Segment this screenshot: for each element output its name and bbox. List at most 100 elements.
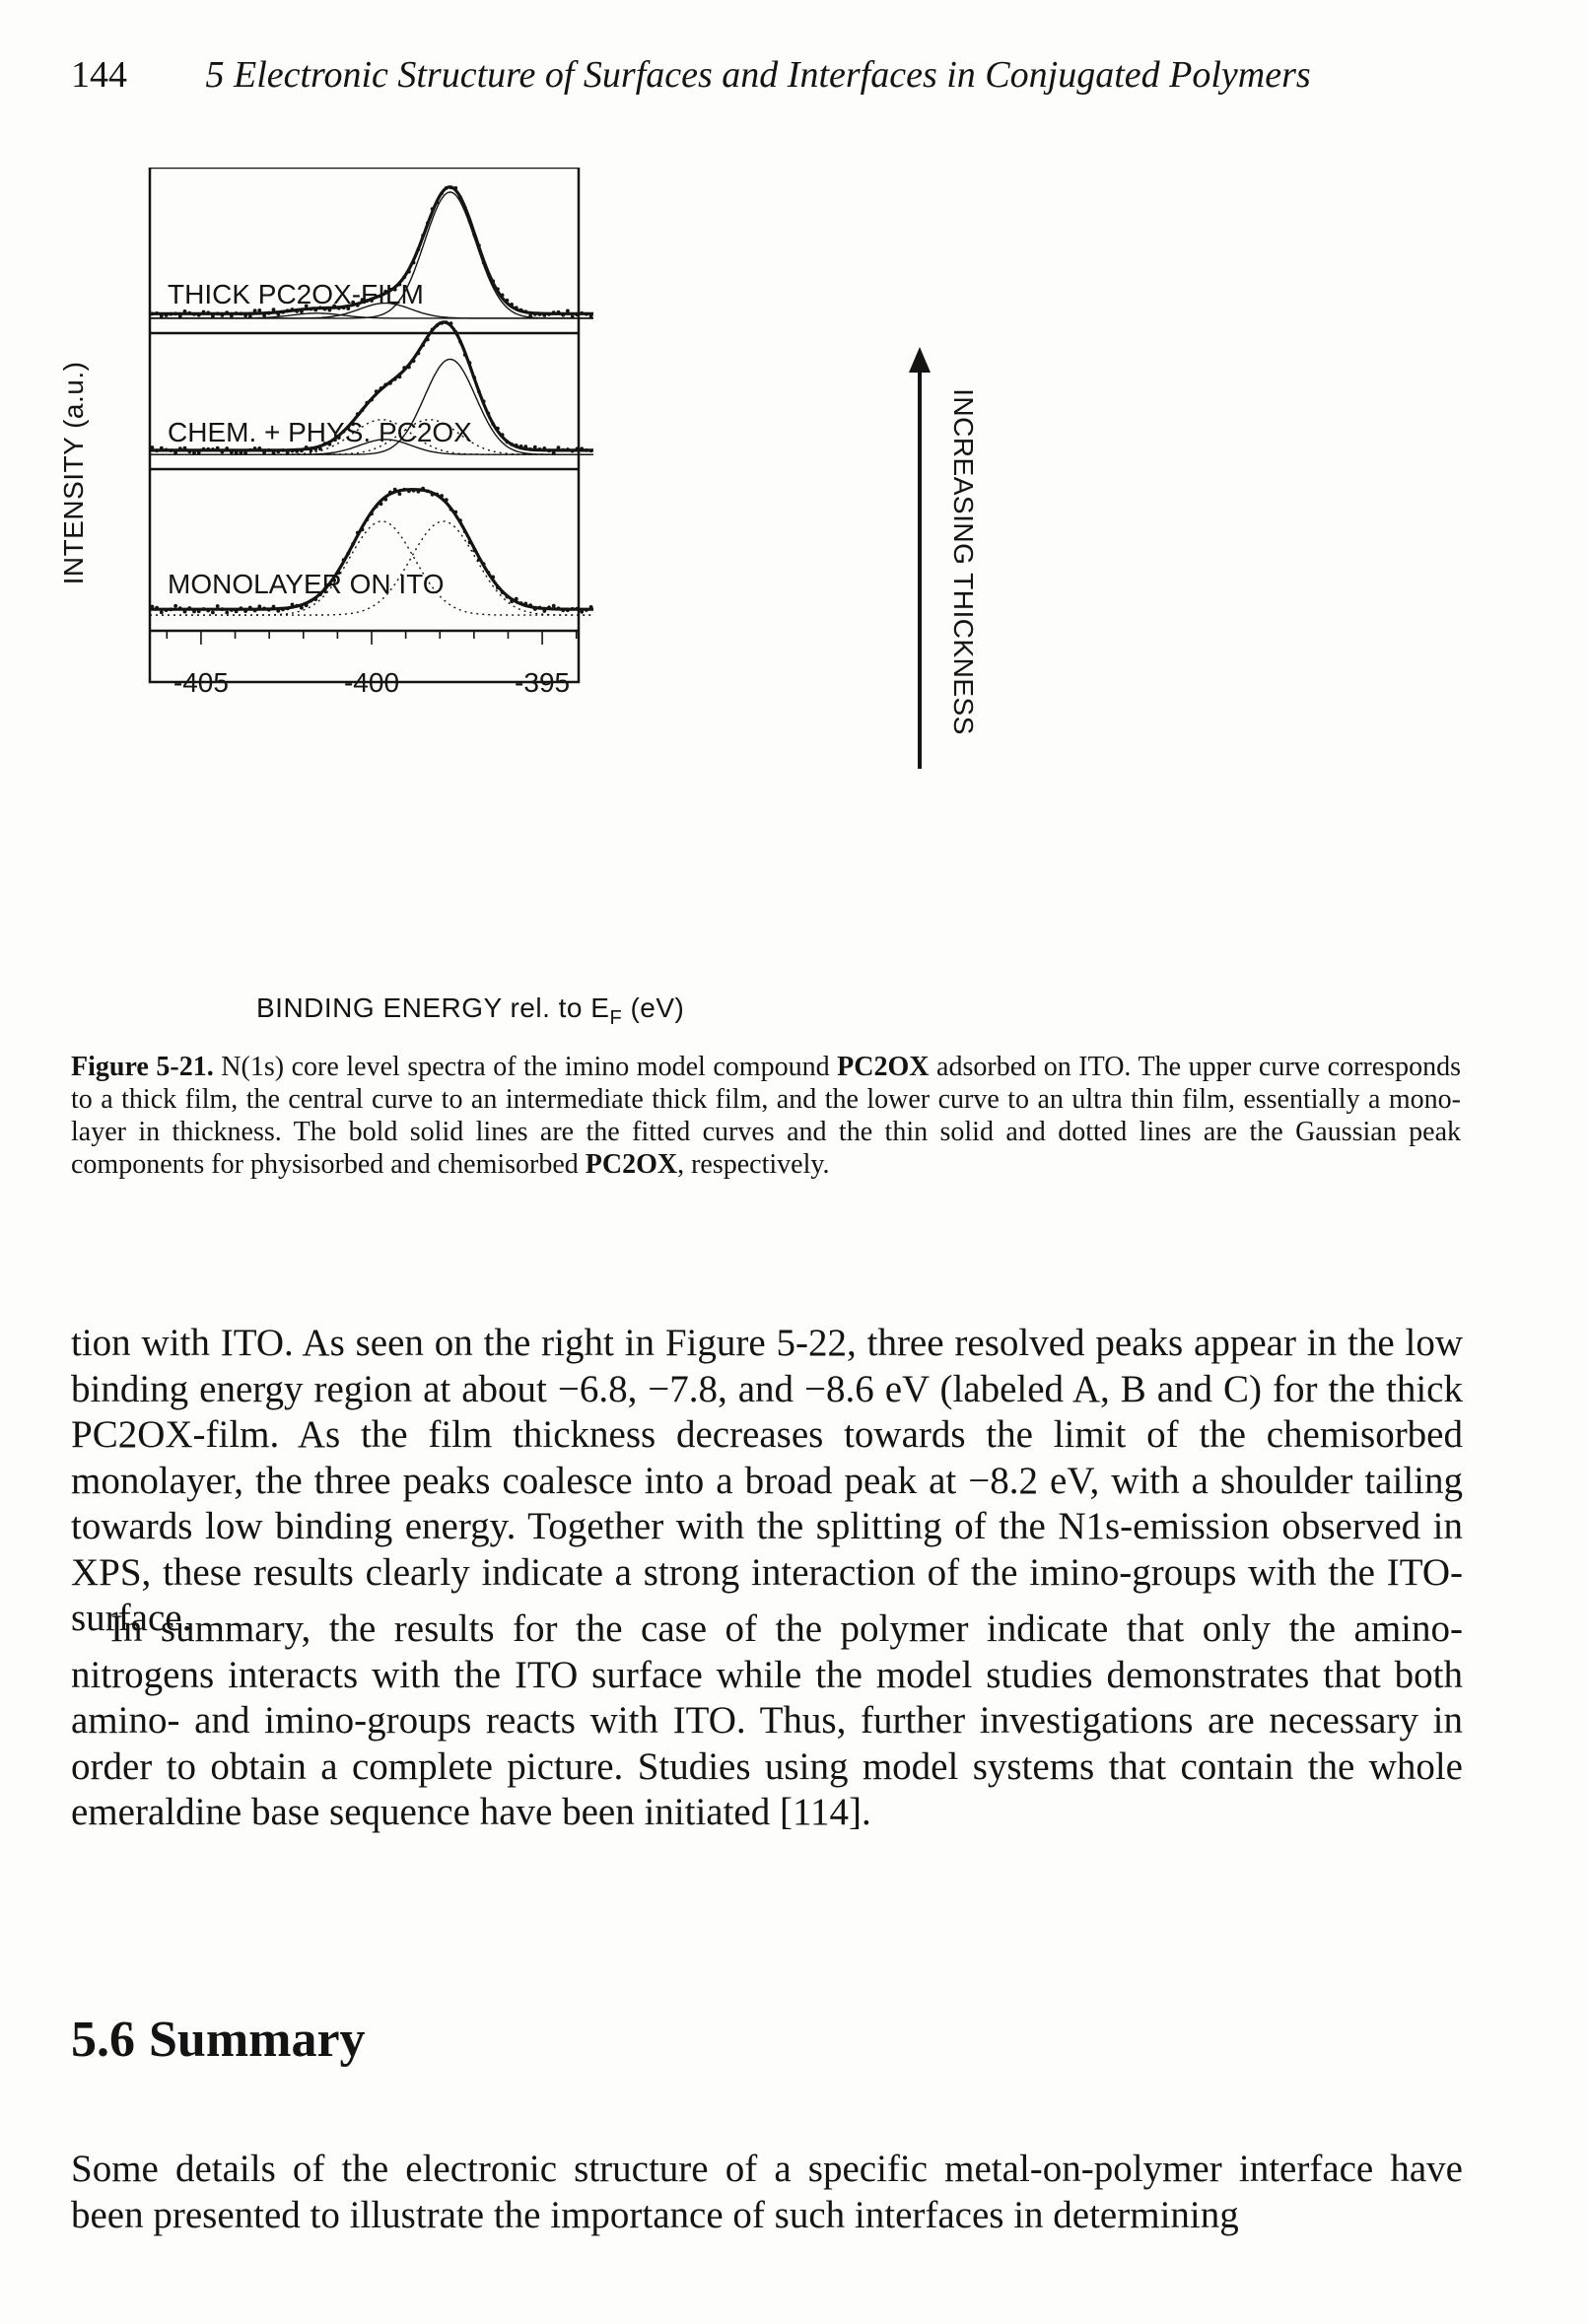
- data-point: [300, 605, 304, 610]
- data-point: [407, 269, 411, 274]
- data-point: [556, 606, 561, 611]
- data-point: [360, 298, 365, 303]
- data-point: [192, 312, 196, 316]
- data-point: [566, 447, 570, 451]
- data-point: [262, 450, 266, 454]
- data-point: [300, 309, 304, 313]
- data-point: [542, 609, 547, 613]
- data-point: [247, 605, 252, 610]
- data-point: [187, 606, 192, 610]
- data-point: [514, 596, 518, 601]
- data-point: [500, 433, 505, 437]
- data-point: [341, 429, 346, 434]
- data-point: [411, 260, 416, 265]
- x-tick-label: -400: [344, 667, 399, 698]
- data-point: [430, 492, 435, 497]
- data-point: [327, 308, 332, 312]
- data-point: [379, 502, 383, 507]
- panel-label: CHEM. + PHYS. PC2OX: [168, 417, 472, 447]
- chemisorbed-component-curve: [150, 520, 593, 616]
- data-point: [575, 446, 580, 451]
- data-point: [169, 311, 173, 316]
- data-point: [440, 191, 444, 195]
- data-point: [462, 529, 467, 534]
- data-point: [444, 320, 449, 324]
- data-point: [164, 447, 169, 452]
- data-point: [225, 446, 230, 450]
- data-point: [341, 558, 346, 563]
- data-point: [449, 321, 453, 326]
- data-point: [304, 304, 309, 308]
- data-point: [309, 307, 313, 311]
- data-point: [360, 408, 365, 412]
- data-point: [187, 310, 192, 315]
- y-axis-title: INTENSITY (a.u.): [59, 362, 89, 585]
- data-point: [257, 446, 262, 450]
- data-point: [505, 298, 510, 303]
- data-point: [421, 343, 425, 348]
- data-point: [336, 436, 341, 440]
- data-point: [150, 604, 155, 609]
- data-point: [542, 446, 547, 450]
- running-header: 144 5 Electronic Structure of Surfaces a…: [71, 53, 1311, 97]
- data-point: [505, 440, 510, 444]
- data-point: [453, 185, 458, 190]
- data-point: [510, 599, 514, 604]
- data-point: [430, 207, 435, 211]
- data-point: [257, 308, 262, 312]
- x-tick-label: -395: [515, 667, 570, 698]
- data-point: [467, 219, 472, 224]
- data-point: [570, 314, 575, 319]
- data-point: [318, 306, 322, 310]
- data-point: [481, 399, 486, 404]
- data-point: [285, 450, 290, 455]
- data-point: [588, 605, 593, 609]
- data-point: [379, 294, 383, 299]
- data-point: [159, 313, 164, 318]
- data-point: [566, 308, 570, 313]
- figure-caption: Figure 5-21. N(1s) core level spectra of…: [71, 1051, 1461, 1181]
- data-point: [239, 606, 243, 610]
- data-point: [575, 312, 580, 317]
- data-point: [173, 450, 177, 454]
- data-point: [425, 337, 430, 342]
- data-point: [496, 287, 500, 292]
- data-point: [322, 442, 327, 445]
- data-point: [472, 548, 477, 553]
- data-point: [551, 603, 556, 608]
- data-point: [262, 606, 266, 611]
- plot-border: [148, 168, 581, 684]
- data-point: [211, 447, 215, 451]
- data-point: [318, 592, 322, 597]
- data-point: [266, 448, 271, 452]
- data-point: [355, 530, 360, 535]
- data-point: [477, 389, 481, 394]
- data-point: [341, 306, 346, 310]
- data-point: [360, 527, 365, 532]
- data-point: [295, 309, 300, 313]
- data-point: [383, 289, 388, 294]
- page-number: 144: [71, 54, 127, 96]
- data-point: [201, 309, 206, 314]
- data-point: [510, 303, 514, 307]
- data-point: [313, 597, 318, 601]
- data-point: [528, 447, 532, 451]
- data-point: [518, 308, 523, 312]
- data-point: [486, 272, 491, 276]
- data-point: [440, 321, 444, 325]
- data-point: [425, 221, 430, 226]
- data-point: [421, 234, 425, 238]
- data-point: [392, 487, 397, 492]
- data-point: [407, 489, 411, 494]
- data-point: [309, 598, 313, 603]
- data-point: [388, 490, 392, 495]
- data-point: [514, 306, 518, 310]
- data-point: [346, 551, 351, 556]
- data-point: [402, 275, 407, 280]
- data-point: [411, 488, 416, 493]
- data-point: [225, 310, 230, 315]
- data-point: [243, 609, 248, 613]
- plot-frame: [148, 168, 581, 684]
- data-point: [500, 293, 505, 298]
